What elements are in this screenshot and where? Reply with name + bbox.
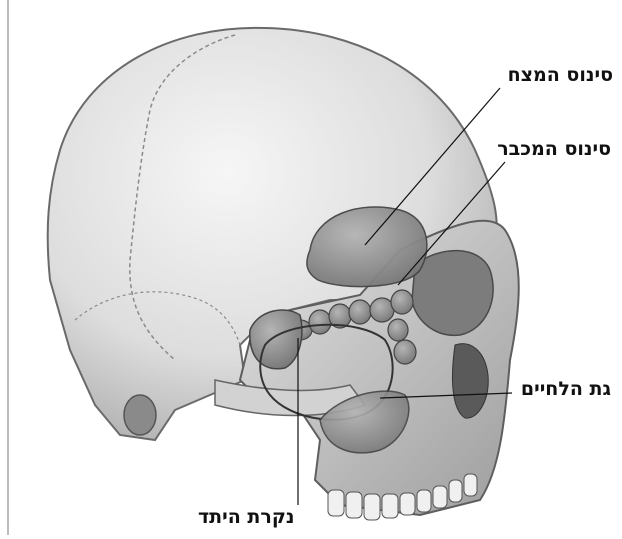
sphenoid-sinus-shape xyxy=(250,310,302,369)
sphenoid-sinus-label: סינוס המכבר xyxy=(497,138,611,160)
maxillary-sinus-label: גת הלחיים xyxy=(521,378,611,400)
ear-canal xyxy=(124,395,156,435)
ethmoid-sinus-label: נקרת היתד xyxy=(198,506,294,528)
frontal-sinus-label: סינוס המצח xyxy=(508,64,613,86)
